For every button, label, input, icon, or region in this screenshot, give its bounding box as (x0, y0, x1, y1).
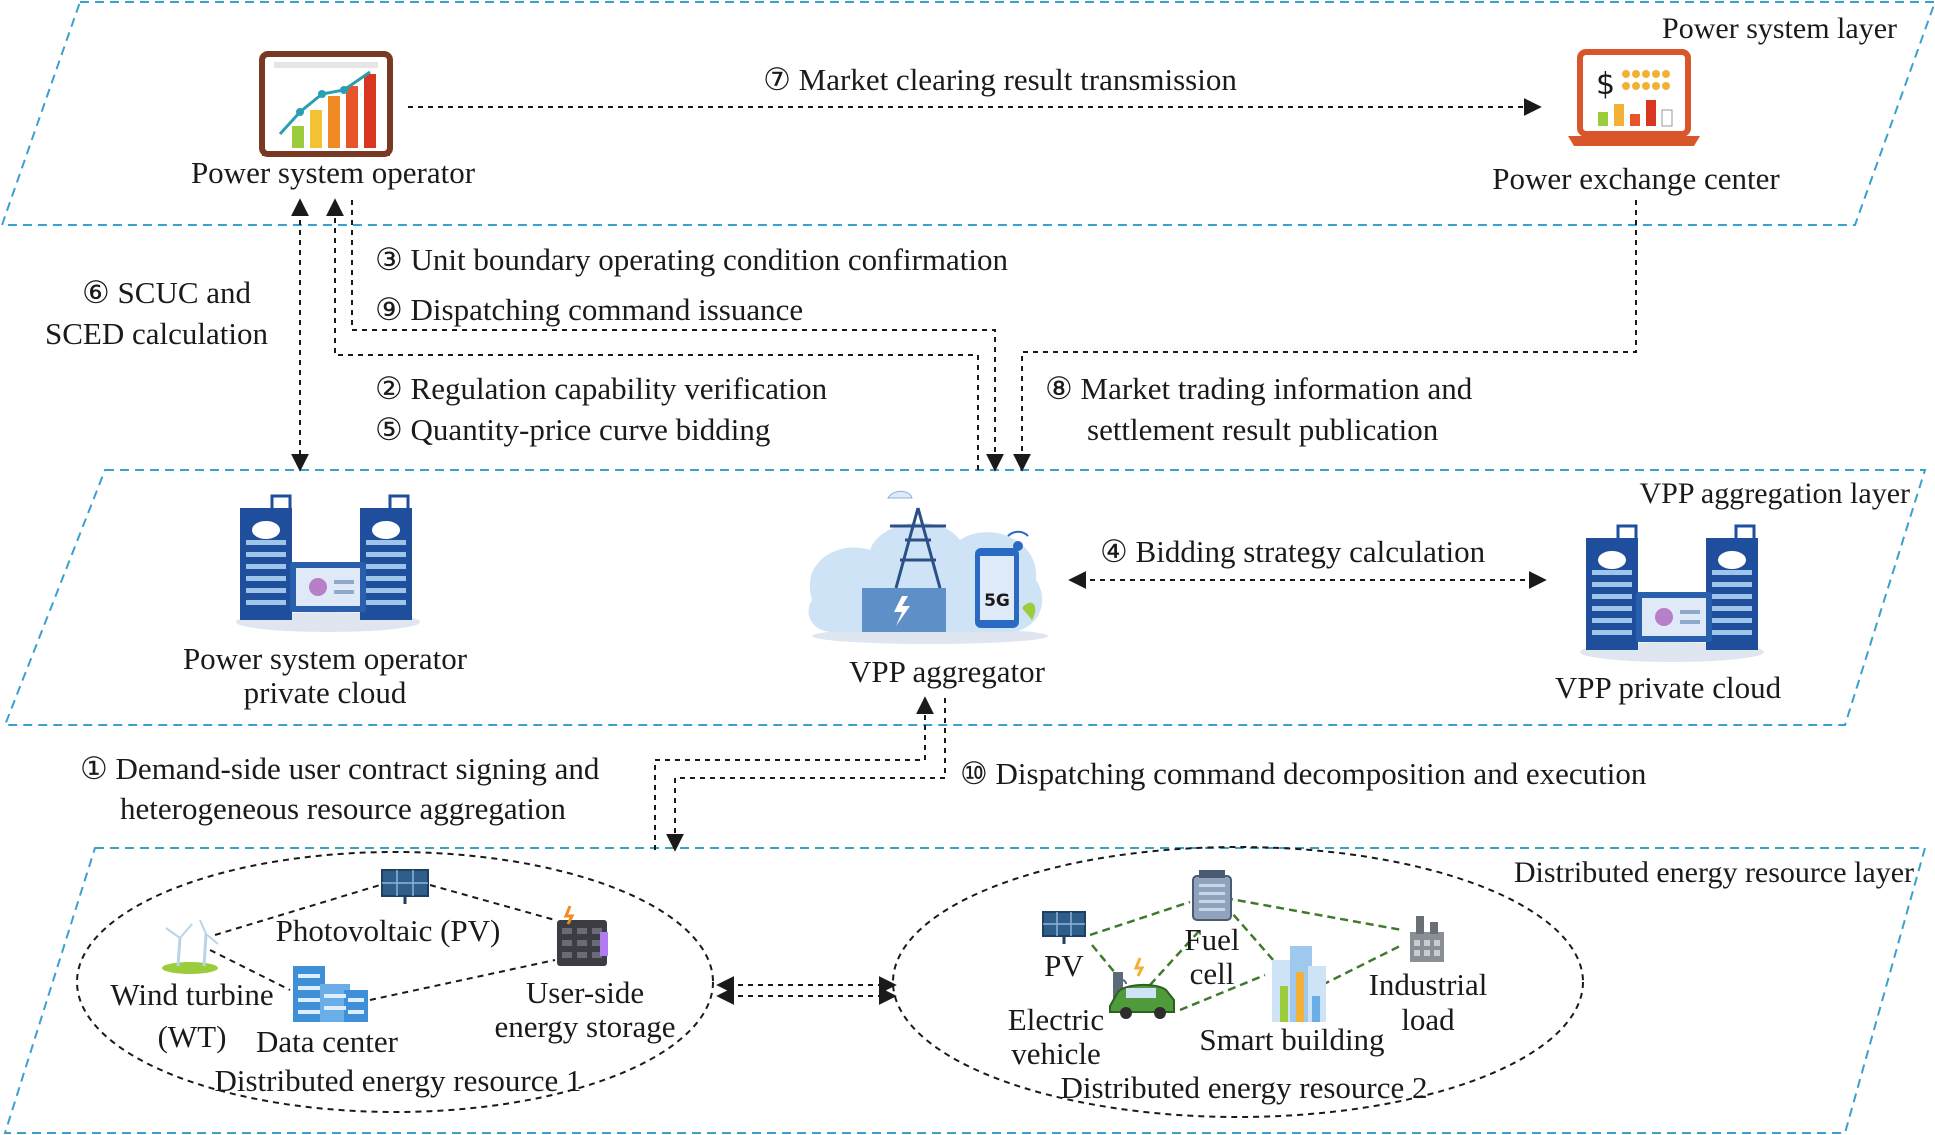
step7-label: ⑦ Market clearing result transmission (763, 62, 1237, 97)
step6-label-line1: ⑥ SCUC and (82, 275, 252, 310)
der1-title: Distributed energy resource 1 (214, 1063, 581, 1098)
building-cluster-icon (293, 966, 368, 1022)
der1-wind-label-line1: Wind turbine (110, 977, 273, 1012)
power-system-layer-frame (0, 1, 1935, 226)
solar-panel-icon (381, 869, 429, 904)
cloud-server-icon (1580, 524, 1764, 662)
bar-chart-board-icon (259, 51, 393, 157)
der1-storage-label-line2: energy storage (494, 1009, 675, 1044)
vpp-aggregator-label: VPP aggregator (849, 654, 1046, 689)
wind-turbine-icon (162, 919, 219, 974)
step1-label-line2: heterogeneous resource aggregation (120, 791, 566, 826)
step1-label-line1: ① Demand-side user contract signing and (80, 751, 600, 786)
resource-aggregation-arrow (654, 696, 934, 850)
laptop-price-icon: $ (1568, 49, 1700, 146)
vpp-aggregation-layer-label: VPP aggregation layer (1640, 477, 1910, 510)
power-system-layer-label: Power system layer (1662, 12, 1897, 45)
svg-text:5G: 5G (984, 591, 1010, 611)
svg-text:$: $ (1596, 67, 1615, 102)
der1-datacenter-label: Data center (256, 1024, 399, 1059)
der1-pv-label: Photovoltaic (PV) (276, 913, 501, 948)
vpp-aggregation-layer-frame (3, 469, 1927, 726)
cloud-server-icon (236, 494, 420, 632)
pso-cloud-label-line2: private cloud (244, 675, 407, 710)
transmission-tower-5g-icon: 5G (808, 490, 1048, 644)
market-info-arrow (1013, 200, 1637, 472)
step2-label: ② Regulation capability verification (375, 371, 828, 406)
energy-storage-icon (557, 905, 608, 966)
der2-industrial-label-line1: Industrial (1369, 967, 1488, 1002)
der2-fuel-label-line1: Fuel (1184, 922, 1239, 957)
dispatch-command-arrow (351, 200, 1004, 472)
der2-ev-label-line2: vehicle (1011, 1036, 1101, 1071)
step5-label: ⑤ Quantity-price curve bidding (375, 412, 770, 447)
der1-boundary (76, 851, 714, 1113)
power-exchange-center-label: Power exchange center (1492, 161, 1780, 196)
smart-building-icon (1272, 946, 1326, 1022)
step9-label: ⑨ Dispatching command issuance (375, 292, 803, 327)
step8-label-line1: ⑧ Market trading information and (1045, 371, 1473, 406)
der1-storage-label-line1: User-side (526, 975, 644, 1010)
der2-pv-label: PV (1044, 948, 1084, 983)
solar-panel-icon (1042, 911, 1086, 944)
vpp-private-cloud-label: VPP private cloud (1555, 670, 1782, 705)
der2-boundary (892, 846, 1584, 1118)
der2-title: Distributed energy resource 2 (1060, 1070, 1427, 1105)
der2-ev-label-line1: Electric (1008, 1002, 1104, 1037)
electric-car-icon (1109, 957, 1175, 1019)
step3-label: ③ Unit boundary operating condition conf… (375, 242, 1009, 277)
factory-icon (1410, 916, 1444, 962)
fuel-cell-icon (1192, 870, 1232, 921)
der-layer-label: Distributed energy resource layer (1514, 856, 1914, 889)
pso-cloud-label-line1: Power system operator (183, 641, 468, 676)
der1-links (209, 884, 556, 1001)
step6-label-line2: SCED calculation (45, 316, 268, 351)
der1-wind-label-line2: (WT) (158, 1019, 227, 1054)
der2-fuel-label-line2: cell (1190, 956, 1235, 991)
step10-label: ⑩ Dispatching command decomposition and … (960, 756, 1647, 791)
der2-industrial-label-line2: load (1401, 1002, 1455, 1037)
step8-label-line2: settlement result publication (1087, 412, 1439, 447)
power-system-operator-label: Power system operator (191, 155, 476, 190)
der2-smart-building-label: Smart building (1199, 1022, 1384, 1057)
der-layer-frame (3, 847, 1927, 1134)
command-decomposition-arrow (666, 698, 946, 852)
step4-label: ④ Bidding strategy calculation (1100, 534, 1486, 569)
